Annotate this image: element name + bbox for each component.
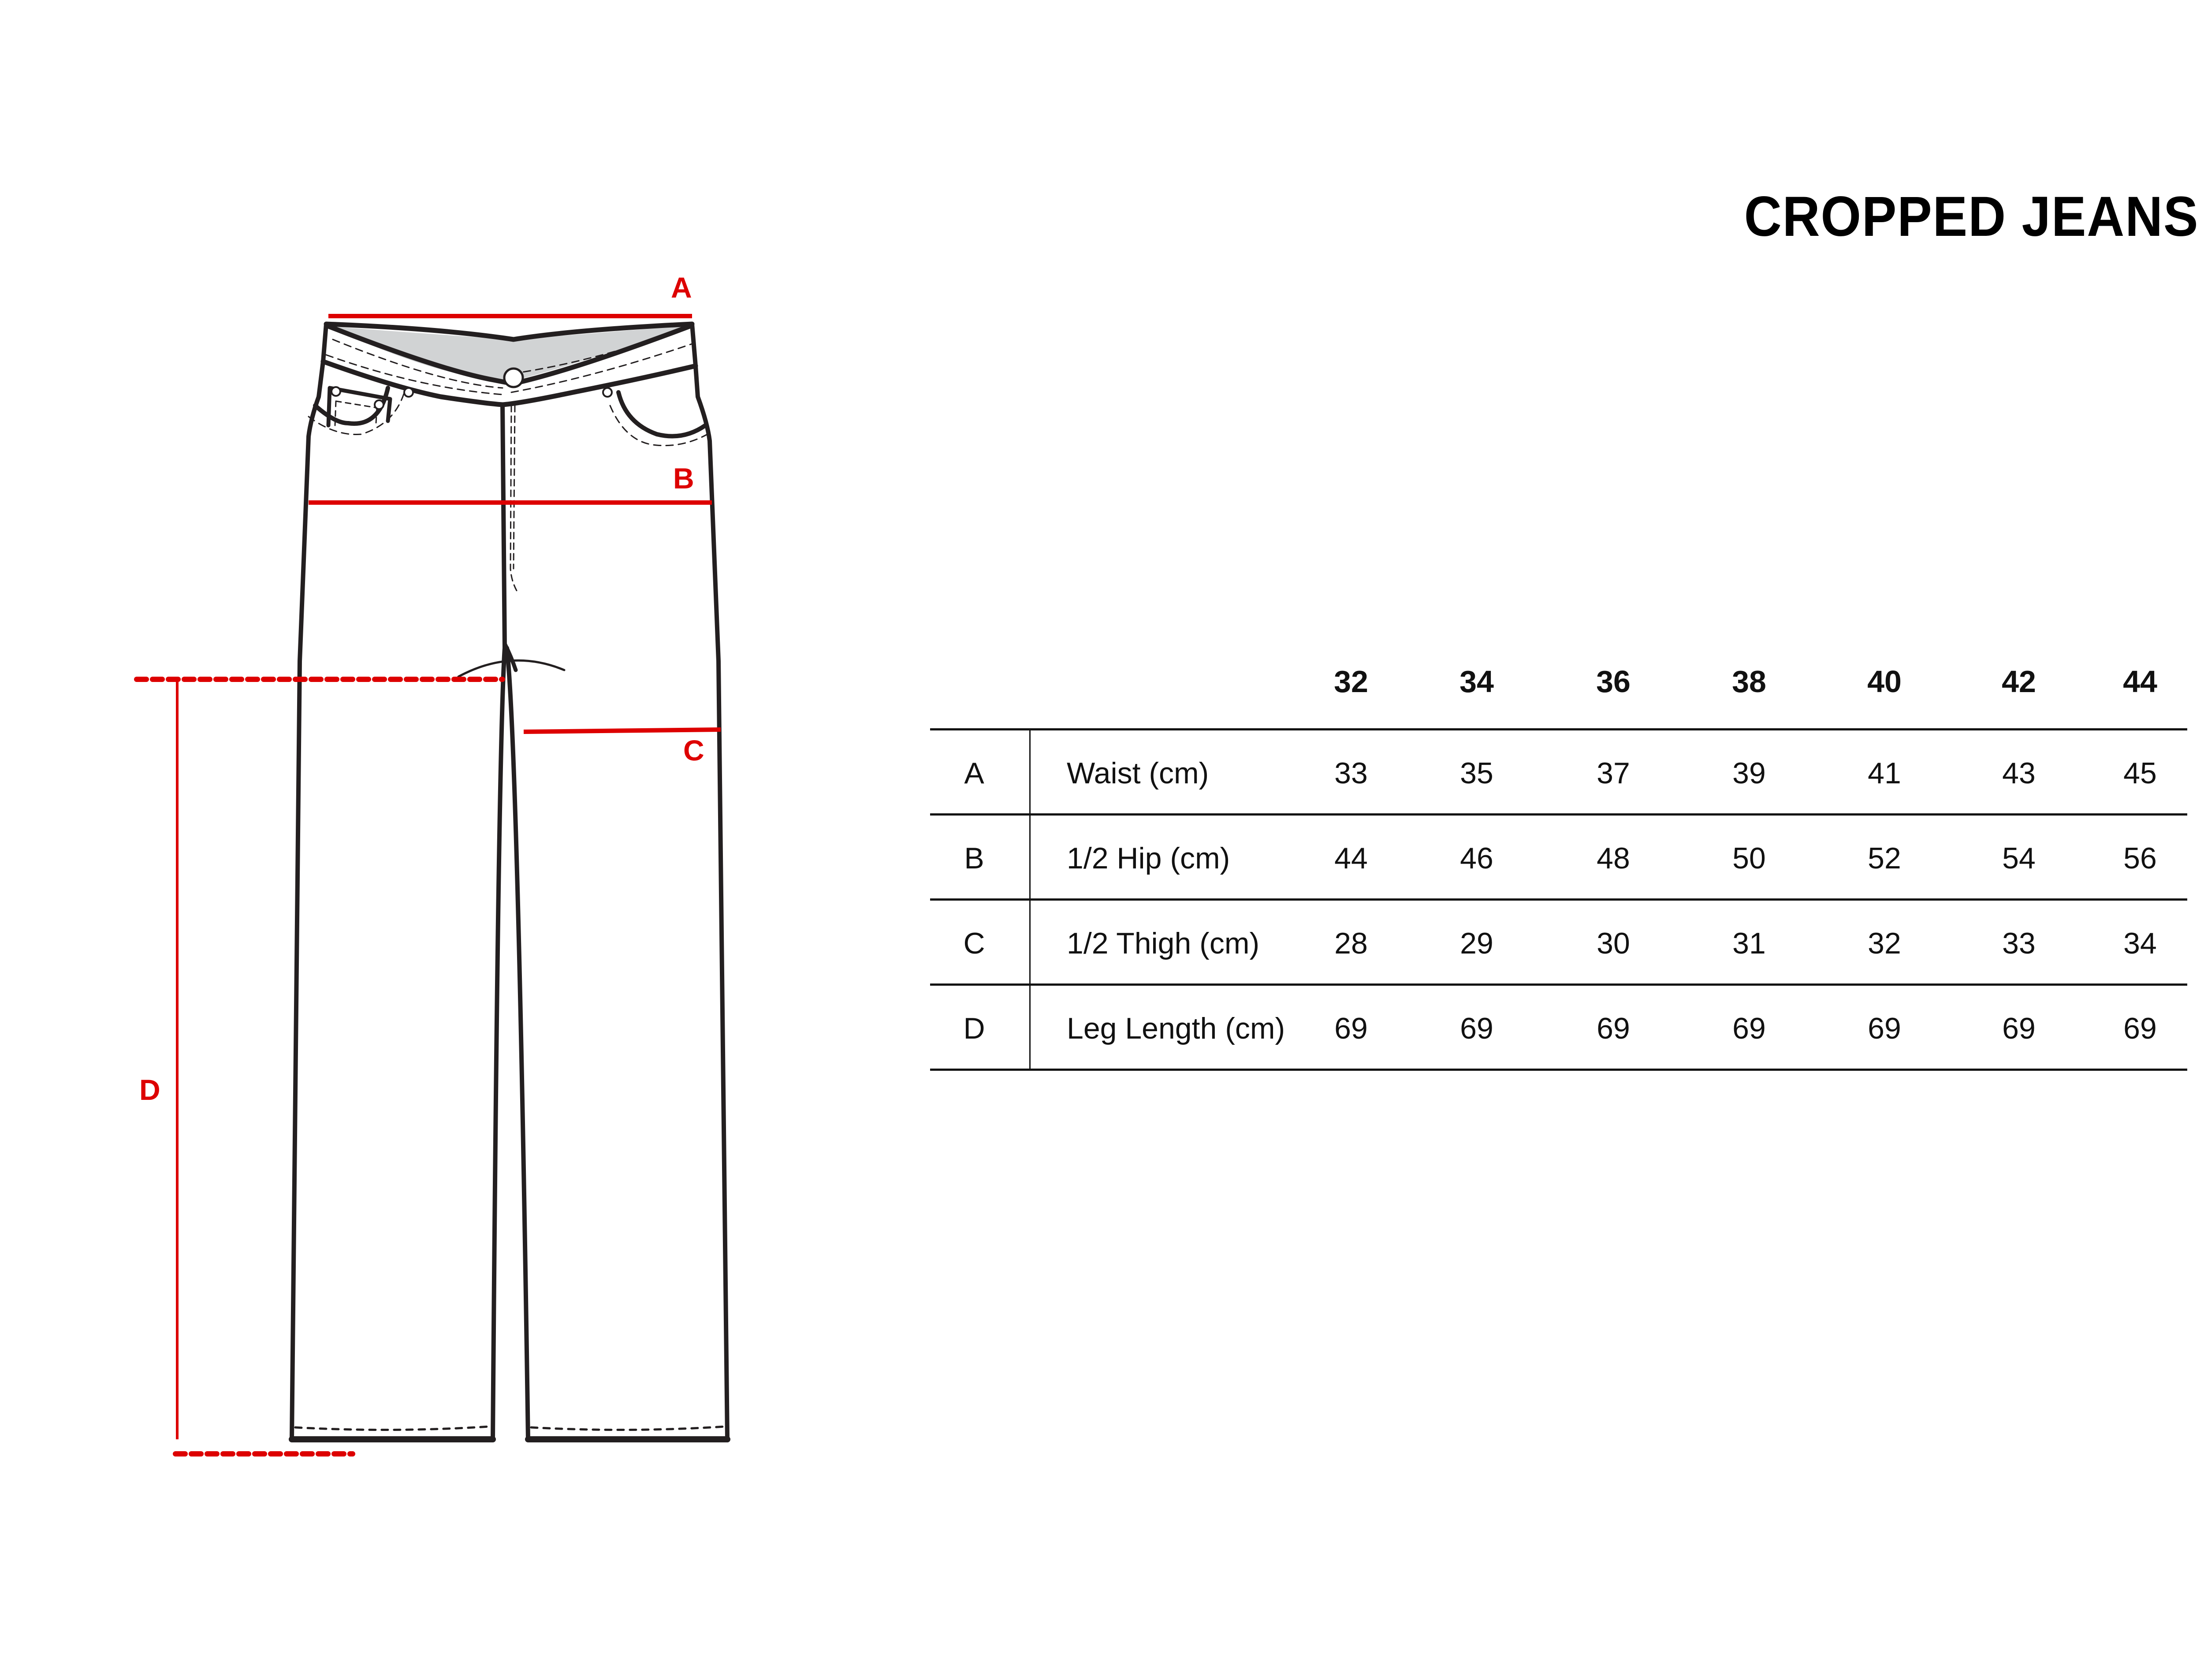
cell-value: 41 xyxy=(1868,756,1901,790)
size-header: 32 xyxy=(1334,664,1368,699)
cell-value: 48 xyxy=(1597,842,1630,875)
table-row-waist: A Waist (cm) 33 35 37 39 41 43 45 xyxy=(930,728,2187,813)
cell-value: 52 xyxy=(1868,842,1901,875)
size-header: 44 xyxy=(2123,664,2157,699)
cell-value: 46 xyxy=(1460,842,1493,875)
cell-value: 56 xyxy=(2123,842,2157,875)
column-divider xyxy=(1029,816,1031,898)
jeans-outline xyxy=(289,321,730,1442)
cell-value: 69 xyxy=(1460,1012,1493,1045)
table-row-thigh: C 1/2 Thigh (cm) 28 29 30 31 32 33 34 xyxy=(930,898,2187,983)
cell-value: 37 xyxy=(1597,756,1630,790)
cell-value: 69 xyxy=(2123,1012,2157,1045)
label-d: D xyxy=(139,1073,160,1106)
cell-value: 34 xyxy=(2123,927,2157,960)
size-header: 42 xyxy=(2002,664,2036,699)
cell-value: 30 xyxy=(1597,927,1630,960)
label-b: B xyxy=(673,462,694,495)
cell-value: 31 xyxy=(1732,927,1766,960)
size-header-row: 32 34 36 38 40 42 44 xyxy=(930,635,2187,728)
cell-value: 69 xyxy=(1732,1012,1766,1045)
row-label: Leg Length (cm) xyxy=(1067,1012,1285,1045)
row-label: 1/2 Thigh (cm) xyxy=(1067,927,1260,960)
cell-value: 28 xyxy=(1334,927,1368,960)
cell-value: 69 xyxy=(2002,1012,2036,1045)
column-divider xyxy=(1029,730,1031,813)
cell-value: 50 xyxy=(1732,842,1766,875)
row-key: B xyxy=(964,842,984,875)
cell-value: 33 xyxy=(2002,927,2036,960)
cell-value: 54 xyxy=(2002,842,2036,875)
measure-line-c xyxy=(523,727,721,734)
jeans-measurement-diagram: A B C D xyxy=(134,271,730,1456)
size-header: 38 xyxy=(1732,664,1766,699)
measurement-labels: A B C D xyxy=(139,271,704,1106)
row-label: 1/2 Hip (cm) xyxy=(1067,842,1230,875)
size-header: 40 xyxy=(1867,664,1902,699)
cell-value: 44 xyxy=(1334,842,1368,875)
column-divider xyxy=(1029,986,1031,1069)
row-label: Waist (cm) xyxy=(1067,756,1209,790)
row-key: A xyxy=(964,756,984,790)
label-c: C xyxy=(683,734,704,767)
cell-value: 32 xyxy=(1868,927,1901,960)
cell-value: 33 xyxy=(1334,756,1368,790)
table-row-hip: B 1/2 Hip (cm) 44 46 48 50 52 54 56 xyxy=(930,813,2187,898)
table-row-leg-length: D Leg Length (cm) 69 69 69 69 69 69 69 xyxy=(930,983,2187,1071)
size-header: 36 xyxy=(1596,664,1631,699)
page-title: CROPPED JEANS xyxy=(1744,185,2199,248)
row-key: C xyxy=(963,927,985,960)
size-header: 34 xyxy=(1459,664,1494,699)
cell-value: 35 xyxy=(1460,756,1493,790)
label-a: A xyxy=(671,271,692,304)
cell-value: 45 xyxy=(2123,756,2157,790)
row-key: D xyxy=(963,1012,985,1045)
cell-value: 69 xyxy=(1597,1012,1630,1045)
column-divider xyxy=(1029,901,1031,983)
cell-value: 43 xyxy=(2002,756,2036,790)
cell-value: 29 xyxy=(1460,927,1493,960)
size-chart-table: 32 34 36 38 40 42 44 A Waist (cm) 33 35 … xyxy=(930,635,2187,1071)
cell-value: 69 xyxy=(1868,1012,1901,1045)
cell-value: 69 xyxy=(1334,1012,1368,1045)
measurement-lines xyxy=(134,314,721,1456)
cell-value: 39 xyxy=(1732,756,1766,790)
